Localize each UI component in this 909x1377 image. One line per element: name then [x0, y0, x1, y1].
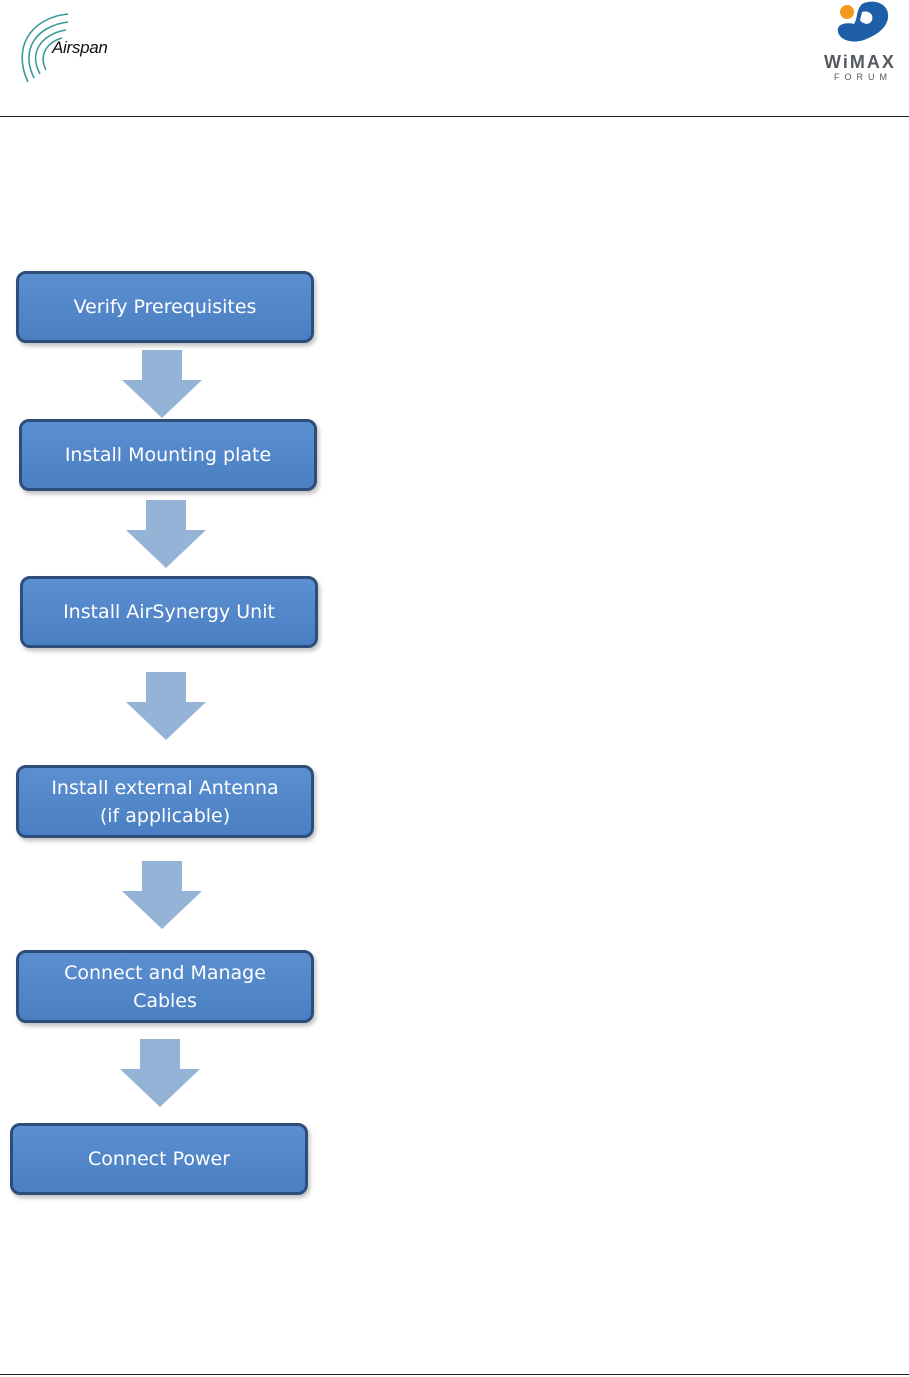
flow-step-install-mounting-plate: Install Mounting plate: [19, 419, 317, 491]
down-arrow-icon: [126, 672, 206, 740]
flow-step-connect-power: Connect Power: [10, 1123, 308, 1195]
flow-step-label: Install AirSynergy Unit: [63, 598, 275, 626]
forum-logo-text: FORUM: [834, 72, 892, 82]
footer-divider: [0, 1374, 909, 1375]
flow-step-connect-manage-cables: Connect and Manage Cables: [16, 950, 314, 1023]
flow-step-label: Verify Prerequisites: [74, 293, 257, 321]
flow-step-label: Connect Power: [88, 1145, 230, 1173]
flow-step-install-airsynergy-unit: Install AirSynergy Unit: [20, 576, 318, 648]
down-arrow-icon: [122, 350, 202, 418]
flow-step-label: Install Mounting plate: [65, 441, 271, 469]
flow-step-label: Connect and Manage Cables: [64, 959, 266, 1015]
down-arrow-icon: [120, 1039, 200, 1107]
wimax-mark-icon: [818, 0, 906, 52]
header-divider: [0, 116, 909, 117]
wimax-logo-text: WiMAX: [824, 52, 896, 73]
airspan-logo: Airspan: [10, 8, 140, 88]
flow-step-label: Install external Antenna (if applicable): [51, 774, 278, 830]
down-arrow-icon: [122, 861, 202, 929]
wimax-forum-logo: WiMAX FORUM: [818, 0, 906, 92]
airspan-logo-text: Airspan: [52, 38, 108, 58]
flow-step-install-external-antenna: Install external Antenna (if applicable): [16, 765, 314, 838]
flow-step-verify-prerequisites: Verify Prerequisites: [16, 271, 314, 343]
down-arrow-icon: [126, 500, 206, 568]
